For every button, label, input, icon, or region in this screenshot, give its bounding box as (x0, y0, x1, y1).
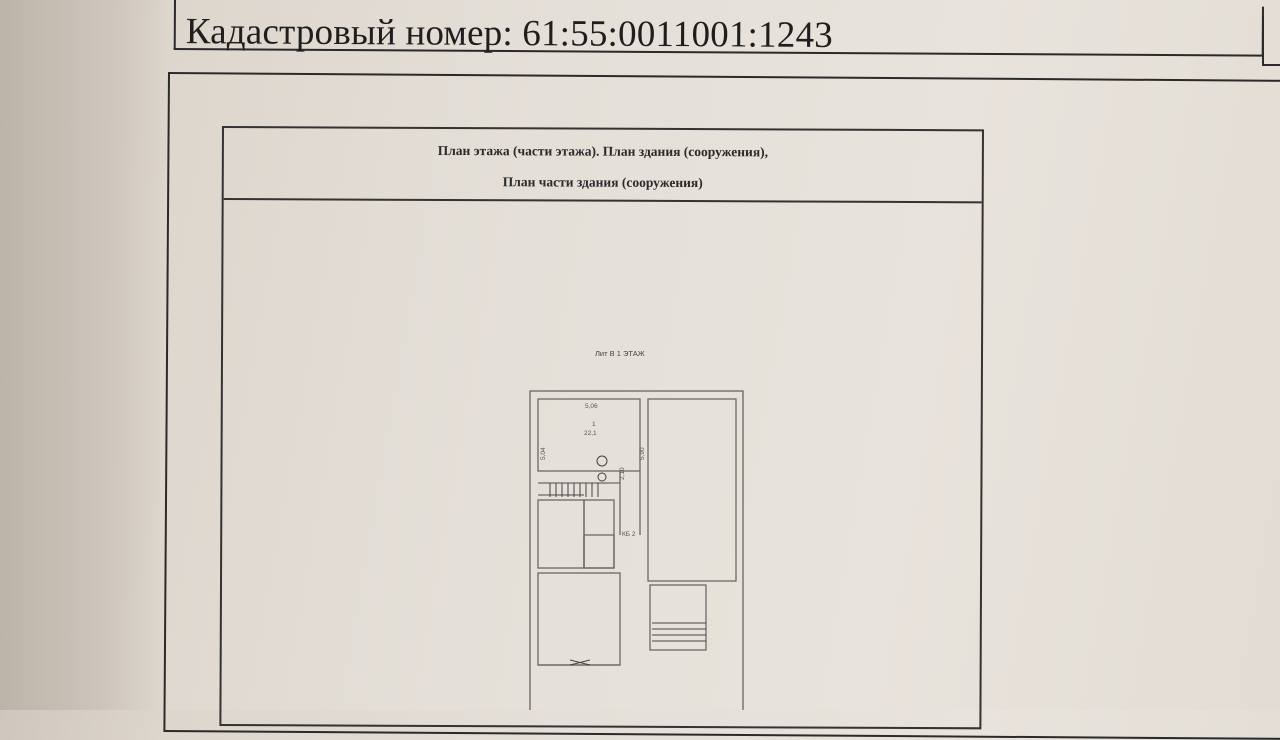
cadastral-number-text: Кадастровый номер: 61:55:0011001:1243 (185, 11, 834, 57)
paper-left-shadow (0, 0, 170, 710)
header-corner-frame (1262, 16, 1280, 66)
floor-caption: Лит В 1 ЭТАЖ (595, 349, 645, 358)
plan-title-block: План этажа (части этажа). План здания (с… (223, 128, 982, 204)
plan-title-line2: План части здания (сооружения) (502, 174, 703, 191)
dim-left-height: 5,04 (540, 447, 547, 460)
floor-plan-drawing: 5,06 1 22,1 5,04 5,90 2,10 КБ 2 (529, 390, 744, 710)
room1-area: 22,1 (584, 430, 597, 437)
dim-small: 2,10 (619, 467, 626, 480)
room1-number: 1 (592, 421, 596, 428)
dim-width-top: 5,06 (585, 403, 598, 410)
label-kb2: КБ 2 (622, 531, 636, 538)
floor-plan-stairs (549, 455, 706, 666)
cadastral-header: Кадастровый номер: 61:55:0011001:1243 (173, 0, 1264, 57)
dim-right-height: 5,90 (639, 447, 646, 460)
plan-title-line1: План этажа (части этажа). План здания (с… (437, 142, 769, 160)
floor-plan-walls (529, 390, 744, 710)
